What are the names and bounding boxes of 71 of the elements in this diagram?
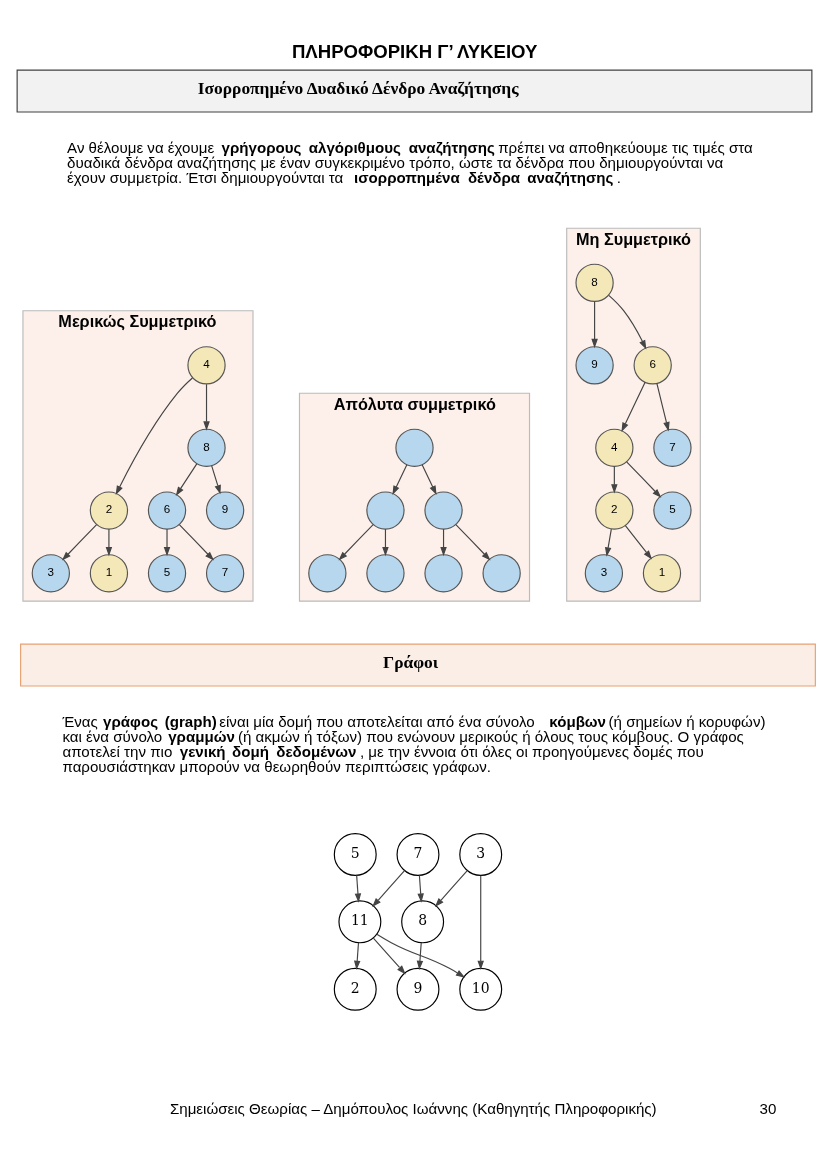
node-circle: 2 (89, 491, 128, 530)
node-box: Ισορροπημένο Δυαδικό Δένδρο Αναζήτησης (16, 69, 812, 113)
arrow (610, 465, 618, 494)
node-circle (394, 428, 434, 467)
arrow (202, 383, 210, 431)
node-circle: 1 (642, 554, 681, 593)
node-circle: 11 (337, 900, 381, 944)
label: Σημειώσεις Θεωρίας – Δημόπουλος Ιωάννης (Καθηγητής Πληροφορικής) (169, 1100, 657, 1118)
arrow (416, 874, 424, 903)
arrow (175, 463, 197, 497)
node-circle: 3 (458, 832, 502, 876)
node-circle: 1 (89, 554, 128, 593)
arrow (354, 874, 361, 903)
node-circle: 3 (584, 554, 623, 593)
arrow (476, 875, 484, 970)
node-box: Γράφοι (19, 643, 816, 687)
arrow (434, 870, 468, 907)
node-circle (365, 491, 405, 530)
node-circle (423, 491, 463, 530)
arrow (604, 528, 612, 557)
node-circle: 5 (147, 554, 186, 593)
arrow (620, 381, 646, 432)
node-circle: 8 (186, 428, 226, 467)
node-circle (365, 554, 405, 593)
arrow (590, 301, 598, 349)
arrow (353, 942, 360, 971)
node-circle: 5 (652, 491, 692, 530)
label: Ένας γράφος (graph) είναι μία δομή που αποτελείται από ένα σύνολο κόμβων (ή σημείων ή κορυφών) και ένα σύνολο γραμμών (ή ακμών ή τόξων) που ενώνουν μερικούς ή όλους τους κόμβους. Ο γράφος αποτελεί την πιο γενική δομή δεδομένων, με την έννοια ότι όλες οι προηγούμενες δομές που παρουσιάστηκαν μπορούν να θεωρηθούν περιπτώσεις γράφων. (61, 713, 765, 776)
arrow (454, 523, 491, 561)
node-circle: 5 (333, 832, 377, 876)
arrow (439, 528, 447, 557)
node-circle: 2 (333, 967, 377, 1011)
node-circle: 8 (400, 900, 444, 944)
node-circle: 2 (594, 491, 634, 530)
arrow (210, 465, 221, 495)
arrow (625, 461, 661, 498)
arrow (624, 525, 652, 560)
label: 30 (759, 1100, 776, 1118)
node-circle: 7 (396, 832, 439, 876)
arrow (372, 937, 406, 975)
node-circle: 4 (594, 428, 634, 467)
node-circle: 9 (574, 346, 614, 385)
arrow (375, 933, 465, 978)
node-circle: 10 (458, 967, 502, 1011)
node-circle: 7 (205, 554, 244, 593)
node-circle (481, 554, 521, 593)
arrow (391, 464, 407, 495)
node-circle: 6 (633, 346, 672, 385)
diagram-title: ΠΛΗΡΟΦΟΡΙΚΗ Γ’ ΛΥΚΕΙΟΥ (291, 41, 537, 63)
node-circle (423, 554, 463, 593)
node-circle: 3 (31, 554, 70, 593)
node-circle (307, 554, 347, 593)
arrow (178, 523, 214, 561)
arrow (381, 528, 389, 557)
arrow (416, 942, 423, 971)
arrow (371, 870, 405, 907)
arrow (115, 377, 193, 495)
node-circle: 6 (147, 491, 186, 530)
arrow (105, 528, 112, 557)
arrow (61, 523, 97, 561)
arrow (337, 523, 374, 561)
arrow (607, 294, 646, 350)
node-circle: 7 (652, 428, 692, 467)
node-circle: 9 (205, 491, 244, 530)
arrow (421, 464, 437, 495)
label: Αν θέλουμε να έχουμε γρήγορους αλγόριθμους αναζήτησης πρέπει να αποθηκεύουμε τις τιμές στα δυαδικά δένδρα αναζήτησης με έναν συγκεκριμένο τρόπο, ώστε τα δένδρα που δημιουργούνται να έχουν συμμετρία. Έτσι δημιουργούνται τα ισορροπημένα δένδρα αναζήτησης. (66, 139, 753, 187)
cluster: Απόλυτα συμμετρικό (298, 392, 530, 602)
arrow (163, 528, 170, 557)
node-circle: 4 (186, 346, 226, 385)
arrow (655, 382, 670, 432)
node-circle: 8 (574, 263, 614, 302)
